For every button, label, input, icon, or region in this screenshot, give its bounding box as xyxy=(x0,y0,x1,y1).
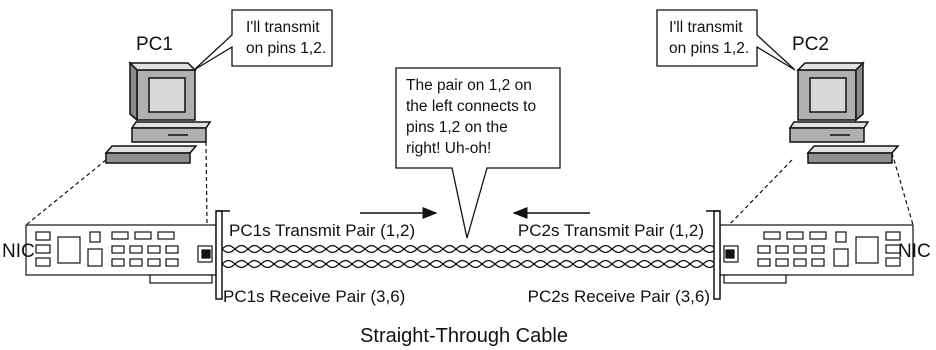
nic-card-right xyxy=(719,224,914,284)
pc1-transmit-pair-label: PC1s Transmit Pair (1,2) xyxy=(229,221,415,240)
receive-wire-a xyxy=(221,259,715,269)
pc2-bubble-line-1: I'll transmit xyxy=(669,19,743,36)
transmit-wire-a xyxy=(221,244,715,254)
pc1-nic-leader-lines xyxy=(25,141,208,226)
pc2-nic-leader-lines xyxy=(728,152,914,226)
pc1-label: PC1 xyxy=(136,34,173,55)
pc2-transmit-pair-label: PC2s Transmit Pair (1,2) xyxy=(518,221,704,240)
pc1-computer-icon xyxy=(104,61,212,164)
pc2-computer-icon xyxy=(788,61,900,164)
transmit-wire-b xyxy=(221,244,715,254)
nic-card-left xyxy=(25,224,217,284)
pc2-receive-pair-label: PC2s Receive Pair (3,6) xyxy=(528,287,710,306)
center-bubble-line-2: the left connects to xyxy=(406,98,536,115)
bracket-right xyxy=(706,210,721,300)
receive-wire-b xyxy=(221,259,715,269)
pc1-bubble-line-2: on pins 1,2. xyxy=(246,40,326,57)
center-bubble-line-1: The pair on 1,2 on xyxy=(406,77,532,94)
center-bubble-line-3: pins 1,2 on the xyxy=(406,119,508,136)
pc1-receive-pair-label: PC1s Receive Pair (3,6) xyxy=(223,287,405,306)
pc1-speech-bubble: I'll transmit on pins 1,2. xyxy=(193,9,333,71)
center-speech-bubble: The pair on 1,2 on the left connects to … xyxy=(395,67,561,239)
diagram-caption: Straight-Through Cable xyxy=(360,325,568,347)
center-bubble-line-4: right! Uh-oh! xyxy=(406,140,491,157)
pc2-label: PC2 xyxy=(792,34,829,55)
pc2-speech-bubble: I'll transmit on pins 1,2. xyxy=(656,9,796,71)
bracket-left xyxy=(215,210,230,300)
nic-left-label: NIC xyxy=(2,241,35,262)
nic-right-label: NIC xyxy=(898,241,931,262)
pc2-bubble-line-2: on pins 1,2. xyxy=(669,40,749,57)
twisted-pair-cable xyxy=(221,244,715,269)
pc1-bubble-line-1: I'll transmit xyxy=(246,19,320,36)
